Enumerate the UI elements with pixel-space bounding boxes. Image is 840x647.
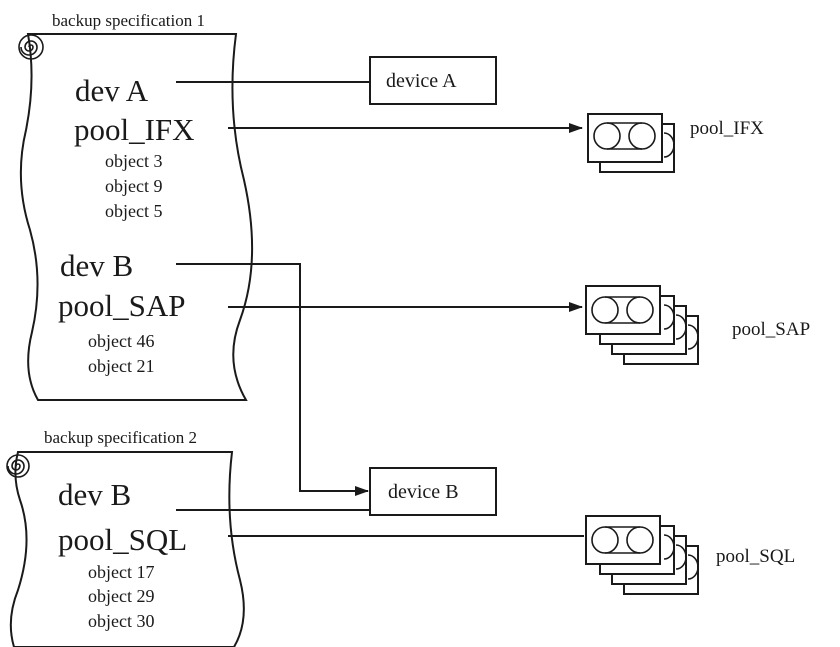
spec2-scroll [6, 451, 245, 647]
pool-sap-tapes-icon [585, 285, 699, 365]
spec2-object: object 17 [88, 562, 154, 582]
device-a-label: device A [386, 70, 457, 92]
spec1-object: object 3 [105, 151, 162, 171]
spec1-dev-a: dev A [75, 73, 149, 108]
spec1-object: object 9 [105, 176, 162, 196]
spec1-pool-sap: pool_SAP [58, 288, 185, 323]
device-a-box: device A [369, 56, 497, 105]
device-b-label: device B [388, 481, 459, 503]
spec2-dev-b: dev B [58, 477, 131, 512]
spec2-pool-sql: pool_SQL [58, 522, 187, 557]
spec1-dev-b: dev B [60, 248, 133, 283]
spec1-object: object 46 [88, 331, 154, 351]
scroll-curl-icon [6, 454, 30, 478]
device-b-box: device B [369, 467, 497, 516]
spec2-object: object 29 [88, 586, 154, 606]
pool-ifx-label: pool_IFX [690, 118, 764, 139]
scroll-curl-icon [18, 34, 44, 60]
pool-ifx-tapes-icon [587, 113, 675, 173]
spec1-object: object 5 [105, 201, 162, 221]
spec2-object: object 30 [88, 611, 154, 631]
pool-sap-label: pool_SAP [732, 319, 810, 340]
spec1-title: backup specification 1 [52, 11, 205, 30]
spec1-object: object 21 [88, 356, 154, 376]
spec2-title: backup specification 2 [44, 428, 197, 447]
pool-sql-label: pool_SQL [716, 546, 795, 567]
spec1-scroll [18, 33, 254, 401]
pool-sql-tapes-icon [585, 515, 699, 595]
connector-dev-b-spec1 [176, 263, 369, 496]
spec1-pool-ifx: pool_IFX [74, 112, 195, 147]
